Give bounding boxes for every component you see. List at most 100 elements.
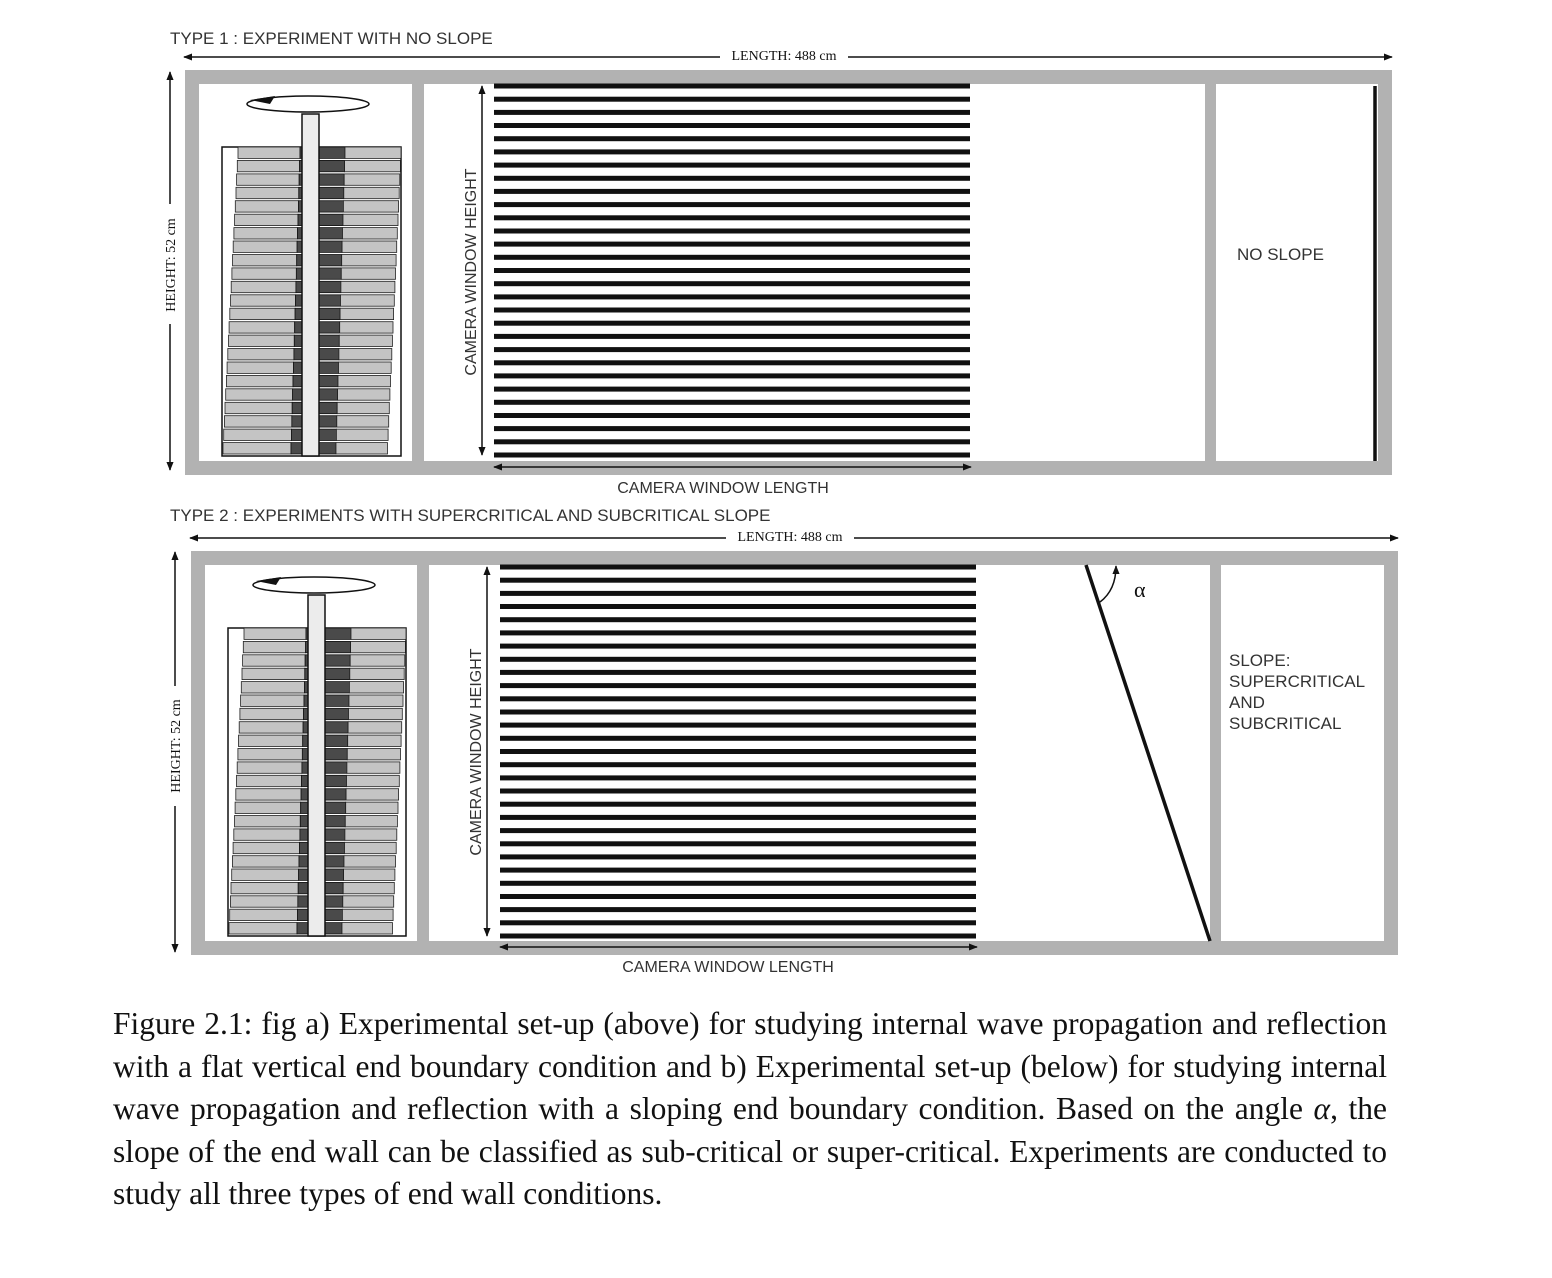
camera-stripe <box>494 241 970 247</box>
wave-plate <box>233 828 301 841</box>
wave-plate <box>348 707 403 721</box>
wave-plate <box>236 173 300 186</box>
wave-plate <box>234 213 299 226</box>
wave-plate <box>344 159 401 173</box>
wave-plate <box>349 667 405 681</box>
wave-plate <box>350 627 407 640</box>
sloping-end-wall <box>1084 564 1212 942</box>
wave-plate <box>233 227 298 240</box>
camera-stripe <box>494 333 970 339</box>
wave-plate <box>338 334 393 347</box>
camera-stripe <box>500 854 976 860</box>
wave-plate <box>341 254 397 267</box>
caption-text: Figure 2.1: fig a) Experimental set-up (… <box>113 1006 1387 1126</box>
wave-plate <box>341 922 393 935</box>
wave-plate <box>238 721 304 734</box>
wave-plate <box>225 388 293 401</box>
camera-stripe <box>500 735 976 741</box>
wave-plate <box>348 694 404 707</box>
wave-plate <box>345 801 399 814</box>
wave-plate <box>235 788 302 801</box>
experimental-setup-diagram: TYPE 1 : EXPERIMENT WITH NO SLOPE LENGTH… <box>164 29 1399 976</box>
camera-stripe <box>494 347 970 353</box>
wave-plate <box>232 254 298 267</box>
camera-stripe <box>494 162 970 168</box>
wave-plate <box>347 734 402 747</box>
camera-stripe <box>494 175 970 181</box>
camera-stripe <box>494 426 970 432</box>
wave-plate <box>340 267 396 280</box>
camera-stripe <box>500 907 976 913</box>
camera-stripe <box>494 188 970 194</box>
wave-plate <box>345 788 400 801</box>
wave-plate <box>243 627 307 640</box>
wave-plate <box>237 748 303 761</box>
wave-plate <box>336 415 390 428</box>
wave-plate <box>232 841 300 855</box>
camera-stripe <box>500 933 976 939</box>
camera-stripe <box>494 109 970 115</box>
wave-plate <box>238 734 304 747</box>
wave-plate <box>222 442 292 455</box>
camera-stripe <box>494 123 970 128</box>
wave-plate <box>228 334 295 347</box>
camera-stripe <box>500 801 976 807</box>
camera-stripe <box>494 83 970 89</box>
wave-maker-shaft <box>307 594 326 937</box>
panel-type-2: TYPE 2 : EXPERIMENTS WITH SUPERCRITICAL … <box>169 506 1399 976</box>
camera-stripe <box>494 452 970 458</box>
wave-plate <box>342 895 395 908</box>
camera-stripe <box>494 360 970 366</box>
camera-stripe <box>494 439 970 445</box>
wave-plate <box>335 442 388 455</box>
end-label-line: SLOPE: <box>1229 651 1290 670</box>
wave-plate <box>340 294 395 307</box>
panel-2-height-label: HEIGHT: 52 cm <box>169 699 184 793</box>
wave-plate <box>228 321 296 334</box>
wave-plate <box>234 200 299 213</box>
wave-plate <box>234 801 302 814</box>
panel-1-height-label: HEIGHT: 52 cm <box>164 218 179 312</box>
caption-text: , the slope of the end wall can be class… <box>113 1091 1388 1211</box>
figure-caption: Figure 2.1: fig a) Experimental set-up (… <box>113 1003 1387 1216</box>
wave-plate <box>343 868 396 881</box>
wave-plate <box>342 213 399 226</box>
wave-plate <box>229 895 299 908</box>
end-label-line: AND <box>1229 693 1265 712</box>
camera-stripe <box>500 814 976 820</box>
camera-stripe <box>494 281 970 287</box>
wave-plate <box>240 694 305 707</box>
wave-plate <box>237 146 301 159</box>
end-section-divider <box>1210 558 1221 948</box>
camera-stripe <box>500 920 976 926</box>
wave-plate <box>341 240 398 253</box>
camera-stripe <box>500 669 976 675</box>
camera-stripe <box>494 373 970 379</box>
camera-stripe <box>494 149 970 155</box>
camera-stripe <box>494 254 970 260</box>
wave-plate <box>344 828 398 841</box>
camera-stripe <box>500 709 976 715</box>
panel-type-1: TYPE 1 : EXPERIMENT WITH NO SLOPE LENGTH… <box>164 29 1393 497</box>
end-label-line: SUBCRITICAL <box>1229 714 1341 733</box>
wave-plate <box>344 815 398 828</box>
rotation-arrow-icon <box>252 576 376 594</box>
wave-plate <box>231 855 300 868</box>
camera-stripe <box>500 696 976 702</box>
camera-stripe <box>500 788 976 794</box>
wave-plate <box>342 882 395 895</box>
panel-2-title: TYPE 2 : EXPERIMENTS WITH SUPERCRITICAL … <box>170 506 770 525</box>
panel-2-length-label: LENGTH: 488 cm <box>738 530 843 545</box>
wave-plate <box>336 401 390 415</box>
camera-stripe <box>494 399 970 405</box>
camera-stripe <box>494 202 970 208</box>
wave-plate <box>223 428 292 441</box>
wave-plate <box>337 388 391 401</box>
camera-stripe <box>500 590 976 596</box>
camera-stripe <box>494 268 970 273</box>
wave-plate <box>239 707 304 721</box>
camera-window-stripes <box>500 564 976 939</box>
wave-plate <box>335 428 389 441</box>
wave-plate <box>346 748 401 761</box>
wave-plate <box>229 307 296 321</box>
